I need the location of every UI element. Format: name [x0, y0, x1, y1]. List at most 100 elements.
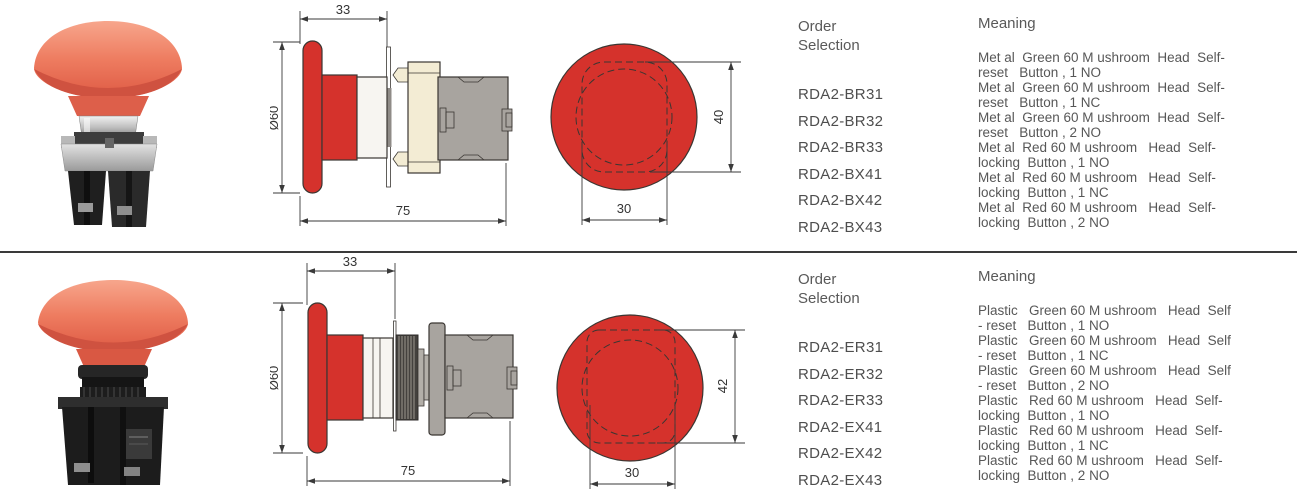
meaning-item: Met al Green 60 M ushroom Head Self- res… [978, 50, 1296, 80]
model-list: RDA2-ER31 RDA2-ER32 RDA2-ER33 RDA2-EX41 … [798, 339, 963, 494]
meaning-header: Meaning [978, 268, 1036, 285]
contact-block [444, 334, 518, 419]
dimension-75: 75 [306, 421, 511, 486]
dimension-label-width: 30 [617, 201, 631, 216]
meaning-line: locking Button , 1 NO [978, 155, 1110, 170]
meaning-header: Meaning [978, 15, 1036, 32]
dimension-label-diameter: Ø60 [270, 106, 281, 131]
hidden-outline-circle [575, 68, 673, 166]
model-number: RDA2-BX42 [798, 192, 883, 209]
meaning-line: Plastic Red 60 M ushroom Head Self- [978, 453, 1223, 468]
meaning-line: locking Button , 1 NC [978, 438, 1109, 453]
bushing [362, 337, 394, 419]
meaning-list: Plastic Green 60 M ushroom Head Self - r… [978, 303, 1296, 483]
meaning-line: reset Button , 1 NO [978, 65, 1102, 80]
order-selection-column: Order Selection RDA2-ER31 RDA2-ER32 RDA2… [798, 270, 963, 494]
meaning-line: Met al Red 60 M ushroom Head Self- [978, 140, 1216, 155]
hidden-outline-square [586, 329, 676, 444]
meaning-item: Plastic Green 60 M ushroom Head Self - r… [978, 303, 1296, 333]
dimension-75: 75 [299, 163, 507, 226]
dimension-33: 33 [299, 2, 388, 47]
mounting-plate [428, 322, 446, 436]
meaning-item: Met al Red 60 M ushroom Head Self- locki… [978, 140, 1296, 170]
contact-block [437, 76, 513, 161]
meaning-item: Plastic Red 60 M ushroom Head Self- lock… [978, 453, 1296, 483]
order-selection-header: Order Selection [798, 18, 860, 54]
contact-block-base [58, 397, 168, 485]
dimension-label-top-width: 33 [343, 254, 357, 269]
model-number: RDA2-ER31 [798, 339, 884, 356]
model-number: RDA2-BX43 [798, 218, 883, 236]
meaning-line: reset Button , 2 NO [978, 125, 1102, 140]
dimension-label-total-length: 75 [401, 463, 415, 478]
mushroom-head-top [550, 43, 698, 191]
mushroom-head-profile [302, 40, 323, 194]
meaning-line: Plastic Green 60 M ushroom Head Self [978, 303, 1231, 318]
product-row-metal: 33 Ø60 75 [34, 2, 1296, 245]
plastic-collar [78, 365, 148, 401]
model-number: RDA2-EX42 [798, 445, 883, 462]
head-cone [326, 334, 364, 421]
dimension-dia60: Ø60 [270, 302, 303, 454]
meaning-line: Plastic Red 60 M ushroom Head Self- [978, 423, 1223, 438]
dimension-30: 30 [581, 143, 668, 225]
meaning-column: Meaning Plastic Green 60 M ushroom Head … [978, 267, 1296, 483]
product-row-plastic: 33 Ø60 75 [0, 253, 1297, 494]
mushroom-cap [34, 21, 182, 116]
meaning-line: locking Button , 1 NO [978, 408, 1110, 423]
meaning-item: Met al Green 60 M ushroom Head Self- res… [978, 110, 1296, 140]
mushroom-head-top [556, 314, 704, 462]
dimension-33: 33 [306, 254, 396, 319]
dimension-42: 42 [657, 329, 745, 444]
meaning-line: Met al Green 60 M ushroom Head Self- [978, 80, 1225, 95]
meaning-line: locking Button , 1 NC [978, 185, 1109, 200]
meaning-line: Met al Red 60 M ushroom Head Self- [978, 170, 1216, 185]
meaning-line: Met al Red 60 M ushroom Head Self- [978, 200, 1216, 215]
meaning-item: Plastic Red 60 M ushroom Head Self- lock… [978, 393, 1296, 423]
model-list: RDA2-BR31 RDA2-BR32 RDA2-BR33 RDA2-BX41 … [798, 86, 963, 245]
meaning-line: locking Button , 2 NO [978, 468, 1110, 483]
meaning-line: Met al Green 60 M ushroom Head Self- [978, 50, 1225, 65]
knurled-nut [395, 334, 430, 421]
side-view-drawing-metal: 33 Ø60 75 [270, 2, 513, 226]
model-number: RDA2-ER32 [798, 365, 884, 383]
meaning-line: Met al Green 60 M ushroom Head Self- [978, 110, 1225, 125]
product-photo-plastic [38, 280, 188, 485]
model-number: RDA2-BR32 [798, 112, 884, 130]
meaning-item: Met al Red 60 M ushroom Head Self- locki… [978, 170, 1296, 200]
meaning-line: - reset Button , 2 NO [978, 378, 1110, 393]
dimension-40: 40 [645, 61, 741, 173]
model-number: RDA2-BR33 [798, 139, 884, 156]
dimension-30: 30 [589, 405, 676, 489]
meaning-line: Plastic Green 60 M ushroom Head Self [978, 363, 1231, 378]
bushing [356, 76, 388, 159]
model-number: RDA2-EX41 [798, 418, 883, 436]
order-selection-header: Order Selection [798, 271, 860, 307]
top-view-drawing-plastic: 42 30 [556, 314, 745, 489]
model-number: RDA2-EX43 [798, 471, 883, 489]
meaning-line: Plastic Green 60 M ushroom Head Self [978, 333, 1231, 348]
meaning-line: - reset Button , 1 NO [978, 318, 1110, 333]
dimension-label-height: 40 [711, 110, 726, 124]
mushroom-head-profile [307, 302, 328, 454]
mushroom-cap [38, 280, 188, 367]
dimension-label-top-width: 33 [336, 2, 350, 17]
side-view-drawing-plastic: 33 Ø60 75 [270, 254, 518, 486]
model-number: RDA2-BX41 [798, 165, 883, 183]
meaning-column: Meaning Met al Green 60 M ushroom Head S… [978, 14, 1296, 230]
dimension-dia60: Ø60 [270, 41, 300, 194]
meaning-item: Met al Red 60 M ushroom Head Self- locki… [978, 200, 1296, 230]
dimension-label-diameter: Ø60 [270, 366, 281, 391]
contact-block-base [60, 132, 158, 227]
meaning-list: Met al Green 60 M ushroom Head Self- res… [978, 50, 1296, 230]
top-view-drawing-metal: 40 30 [550, 43, 741, 225]
model-number: RDA2-ER33 [798, 392, 884, 409]
product-photo-metal [34, 21, 182, 227]
dimension-label-total-length: 75 [396, 203, 410, 218]
meaning-line: reset Button , 1 NC [978, 95, 1101, 110]
head-cone [321, 74, 358, 161]
dimension-label-width: 30 [625, 465, 639, 480]
meaning-item: Plastic Green 60 M ushroom Head Self - r… [978, 363, 1296, 393]
meaning-line: locking Button , 2 NO [978, 215, 1110, 230]
